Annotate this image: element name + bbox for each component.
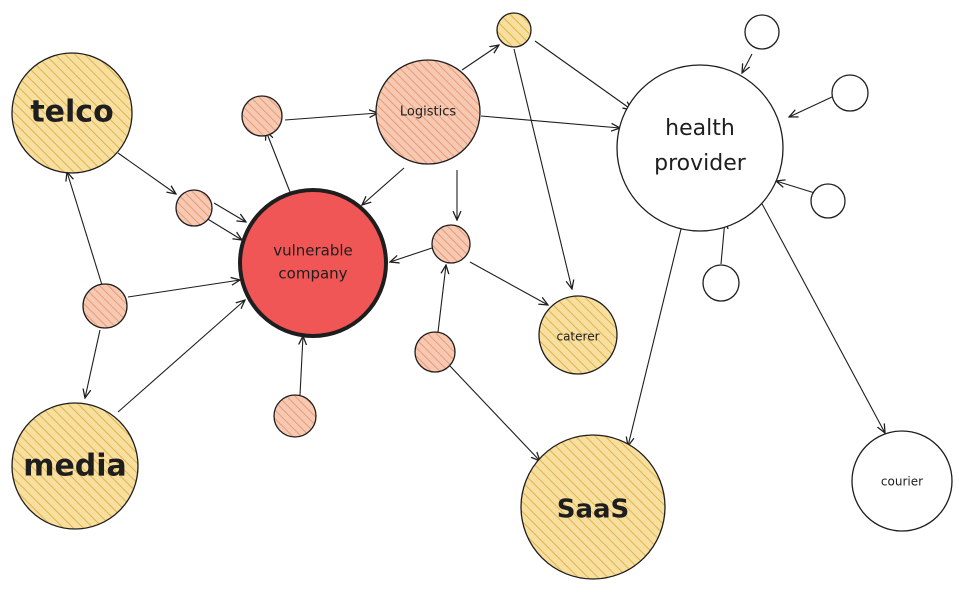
node-health-provider: [616, 64, 784, 232]
label-logistics: Logistics: [400, 105, 456, 120]
edge-white3-to-health: [776, 181, 819, 195]
edge-small3-to-vulnerable: [127, 280, 240, 298]
edges: [67, 40, 885, 461]
node-white3: [810, 183, 846, 219]
label-vulnerable-line2: company: [278, 265, 347, 283]
edge-white2-to-health: [789, 96, 833, 117]
node-logistics: [375, 59, 481, 165]
node-small4: [273, 394, 317, 438]
label-health-line2: provider: [654, 151, 747, 176]
edge-media-to-vulnerable: [117, 300, 245, 413]
node-saas: [520, 434, 666, 580]
labels: telco media vulnerable company Logistics…: [23, 95, 923, 525]
label-media: media: [23, 449, 127, 484]
node-small3: [82, 283, 128, 329]
node-small5: [431, 224, 471, 264]
edge-logistics-to-health: [480, 115, 620, 128]
label-courier: courier: [881, 475, 923, 489]
edge-logistics-to-small-top: [461, 45, 499, 71]
edge-small1-to-vulnerable: [205, 217, 242, 240]
edge-small1-to-vulnerable-2: [213, 202, 246, 222]
edge-small4-to-vulnerable: [300, 336, 303, 396]
edge-small3-to-media: [85, 329, 101, 398]
node-white1: [744, 14, 780, 50]
node-white4: [702, 264, 740, 302]
node-small-top: [496, 12, 532, 48]
node-courier: [851, 430, 953, 532]
edge-small6-to-saas: [449, 365, 540, 461]
edge-small2-to-logistics: [284, 113, 378, 121]
edge-small-top-to-caterer: [513, 48, 572, 289]
node-media: [11, 402, 139, 530]
label-health-line1: health: [665, 116, 735, 141]
nodes: [11, 12, 953, 580]
node-small6: [414, 331, 456, 373]
edge-health-to-courier: [759, 199, 885, 433]
edge-white1-to-health: [742, 53, 753, 73]
node-telco: [11, 52, 133, 174]
node-white2: [831, 74, 869, 112]
edge-small5-to-vulnerable: [390, 247, 433, 262]
edge-small5-to-caterer: [469, 261, 548, 305]
label-saas: SaaS: [557, 495, 630, 525]
node-small2: [241, 95, 283, 137]
node-caterer: [538, 295, 618, 375]
node-vulnerable-company: [238, 188, 388, 338]
edge-small-top-to-health: [534, 40, 632, 110]
label-caterer: caterer: [556, 330, 599, 344]
edge-telco-to-small1: [117, 152, 176, 194]
edge-health-to-saas: [628, 224, 683, 446]
edge-vulnerable-to-small2: [266, 131, 291, 193]
edge-small3-to-telco: [67, 172, 103, 286]
edge-logistics-to-vulnerable: [362, 167, 405, 205]
node-small1: [175, 189, 213, 227]
label-telco: telco: [30, 95, 113, 130]
edge-small6-to-small5: [437, 265, 446, 333]
label-vulnerable-line1: vulnerable: [273, 242, 353, 260]
